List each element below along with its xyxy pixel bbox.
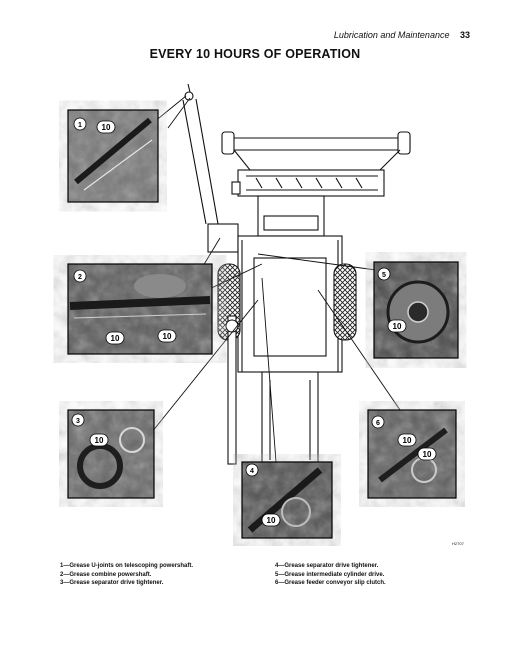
inset-photo-6: 6 10 10 [368,410,456,498]
feeder-conveyor [238,170,384,196]
callout-number-4: 4 [250,468,254,475]
badge-text-4: 10 [267,516,276,525]
header-platform [228,138,410,150]
figure-code: H2707 [452,541,464,546]
inset-photo-4: 4 10 [242,462,332,538]
legend-item-5: 5—Grease intermediate cylinder drive. [275,571,386,580]
badge-text-2b: 10 [163,332,172,341]
legend-item-1: 1—Grease U-joints on telescoping powersh… [60,562,193,571]
inset-photo-1: 1 10 [68,110,158,202]
badge-text-6a: 10 [403,436,412,445]
callout-number-5: 5 [382,272,386,279]
callout-number-3: 3 [76,418,80,425]
callout-number-2: 2 [78,274,82,281]
right-wheel [334,264,356,340]
badge-text-5: 10 [393,322,402,331]
inset-photo-3: 3 10 [68,410,154,498]
legend-item-2: 2—Grease combine powershaft. [60,571,193,580]
telescoping-powershaft [183,99,218,224]
badge-text-6b: 10 [423,450,432,459]
legend-item-4: 4—Grease separator drive tightener. [275,562,386,571]
legend-left: 1—Grease U-joints on telescoping powersh… [60,562,193,588]
callout-number-6: 6 [376,420,380,427]
badge-text-2a: 10 [111,334,120,343]
inset-photo-2: 2 10 10 [68,264,212,354]
badge-text-3: 10 [95,436,104,445]
badge-text-1: 10 [102,123,111,132]
callout-number-1: 1 [78,122,82,129]
inset-photo-5: 5 10 [374,262,458,358]
gearbox [208,224,238,252]
legend-right: 4—Grease separator drive tightener. 5—Gr… [275,562,386,588]
legend-item-3: 3—Grease separator drive tightener. [60,579,193,588]
legend-item-6: 6—Grease feeder conveyor slip clutch. [275,579,386,588]
